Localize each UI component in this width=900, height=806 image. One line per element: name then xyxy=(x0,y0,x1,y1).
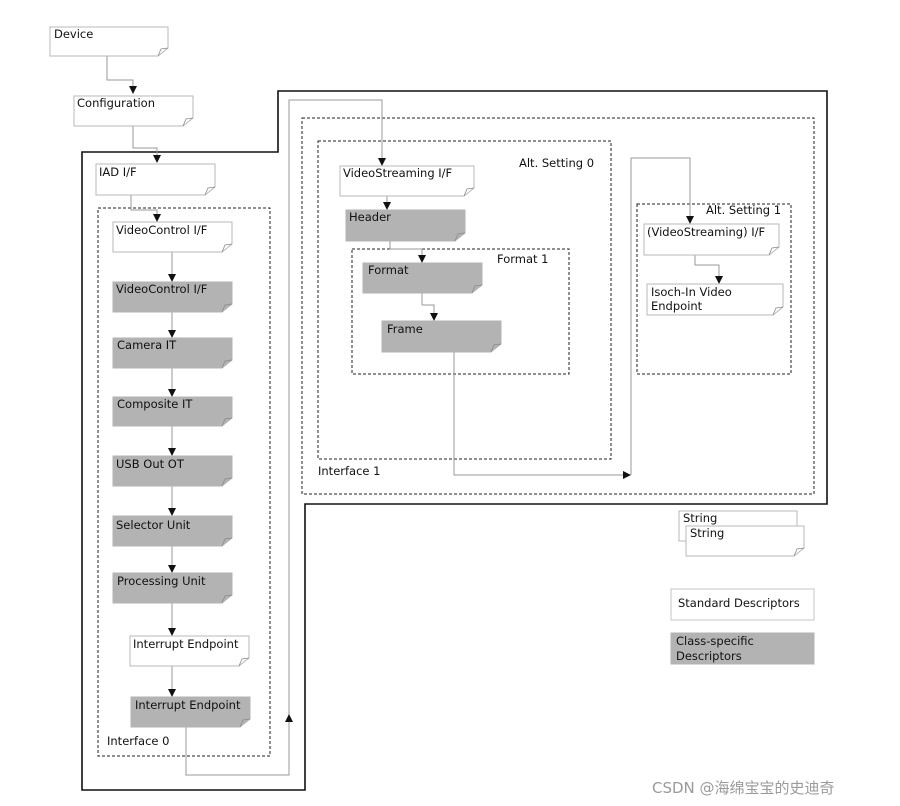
legend-class-specific-line1: Class-specific xyxy=(676,634,754,648)
configuration-descriptor: Configuration xyxy=(73,95,194,127)
device-descriptor: Device xyxy=(49,26,169,57)
alt-setting-0-box xyxy=(317,140,612,460)
legend-standard-label: Standard Descriptors xyxy=(678,596,800,610)
processing-unit-descriptor: Processing Unit xyxy=(112,572,233,604)
frame-label: Frame xyxy=(387,322,423,336)
legend: Standard Descriptors Class-specific Desc… xyxy=(670,588,815,665)
selector-unit-label: Selector Unit xyxy=(116,518,191,532)
interface-1-label: Interface 1 xyxy=(318,464,380,478)
iad-label: IAD I/F xyxy=(99,165,137,179)
videocontrol-cs-descriptor: VideoControl I/F xyxy=(112,281,233,313)
videostreaming-alt1-descriptor: (VideoStreaming) I/F xyxy=(643,223,780,256)
interrupt-endpoint-std-descriptor: Interrupt Endpoint xyxy=(129,635,250,667)
interface-1-box xyxy=(301,117,815,495)
legend-class-specific-line2: Descriptors xyxy=(676,649,742,663)
watermark: CSDN @海绵宝宝的史迪奇 xyxy=(652,779,835,797)
isoch-in-endpoint-descriptor: Isoch-In Video Endpoint xyxy=(646,283,784,316)
arrowheads xyxy=(129,86,723,722)
processing-unit-label: Processing Unit xyxy=(117,574,206,588)
device-label: Device xyxy=(54,27,93,41)
camera-it-descriptor: Camera IT xyxy=(112,337,233,369)
camera-it-label: Camera IT xyxy=(117,338,177,352)
videocontrol-cs-label: VideoControl I/F xyxy=(116,282,207,296)
header-label: Header xyxy=(349,210,391,224)
videocontrol-if-descriptor: VideoControl I/F xyxy=(112,221,233,253)
interrupt-endpoint-std-label: Interrupt Endpoint xyxy=(133,637,239,651)
videostreaming-if-descriptor: VideoStreaming I/F xyxy=(339,165,475,197)
selector-unit-descriptor: Selector Unit xyxy=(112,515,233,547)
alt-setting-0-label: Alt. Setting 0 xyxy=(519,156,594,170)
composite-it-label: Composite IT xyxy=(117,397,193,411)
isoch-in-label-line2: Endpoint xyxy=(651,299,703,313)
alt-setting-1-box xyxy=(636,203,792,375)
usb-out-ot-label: USB Out OT xyxy=(116,457,185,471)
videostreaming-if-label: VideoStreaming I/F xyxy=(343,166,452,180)
string-front-label: String xyxy=(690,526,724,540)
composite-it-descriptor: Composite IT xyxy=(112,396,233,427)
header-descriptor: Header xyxy=(345,209,466,242)
videocontrol-if-label: VideoControl I/F xyxy=(116,223,207,237)
format-descriptor: Format xyxy=(362,262,483,294)
configuration-outline xyxy=(81,90,828,791)
configuration-label: Configuration xyxy=(77,96,155,110)
interrupt-endpoint-cs-label: Interrupt Endpoint xyxy=(135,698,241,712)
usb-out-ot-descriptor: USB Out OT xyxy=(112,455,233,487)
alt-setting-1-label: Alt. Setting 1 xyxy=(706,203,781,217)
interface-0-label: Interface 0 xyxy=(107,734,169,748)
string-back-label: String xyxy=(683,511,717,525)
format-1-label: Format 1 xyxy=(497,252,549,266)
isoch-in-label-line1: Isoch-In Video xyxy=(651,285,732,299)
interrupt-endpoint-cs-descriptor: Interrupt Endpoint xyxy=(130,696,251,728)
format-1-box xyxy=(351,248,570,375)
legend-standard-swatch xyxy=(670,588,815,621)
videostreaming-alt1-label: (VideoStreaming) I/F xyxy=(647,225,765,239)
string-descriptors: String String xyxy=(678,510,805,557)
frame-descriptor: Frame xyxy=(381,320,502,353)
connectors xyxy=(106,55,720,776)
legend-class-specific-swatch xyxy=(670,632,815,665)
interface-0-box xyxy=(97,207,271,757)
iad-descriptor: IAD I/F xyxy=(95,163,216,196)
format-label: Format xyxy=(368,263,409,277)
